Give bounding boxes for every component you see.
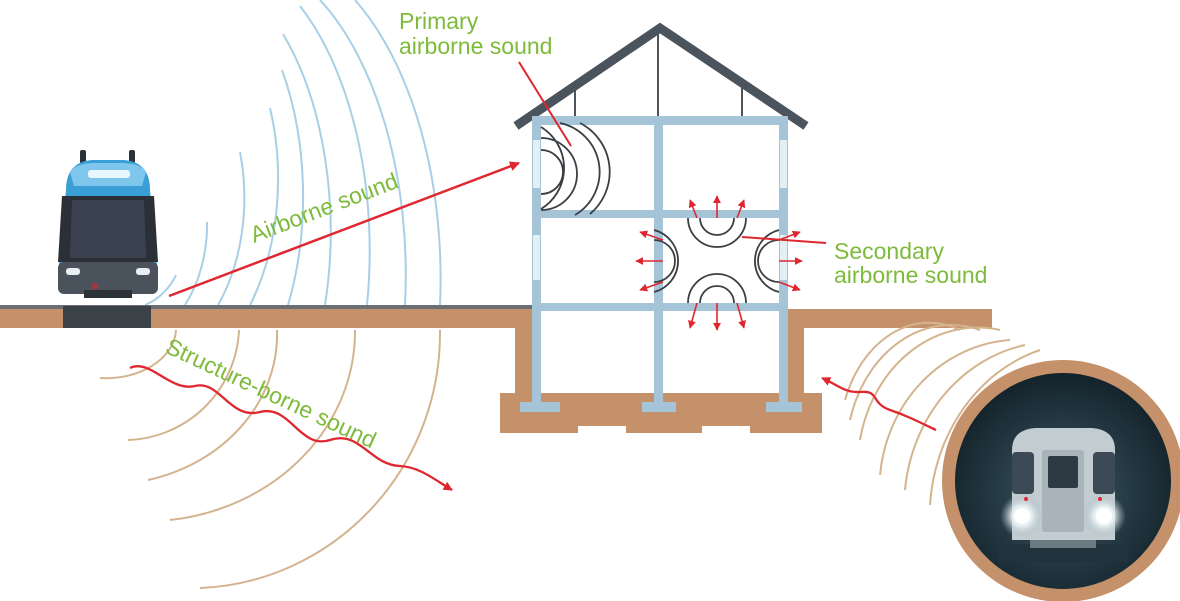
house-icon (513, 22, 809, 412)
primary-leader-line (518, 61, 572, 147)
primary-sound-arcs (540, 122, 611, 216)
tunnel-icon (942, 360, 1180, 601)
airborne-sound-arrow (168, 161, 520, 298)
train-icon (58, 150, 158, 298)
track-bed (63, 306, 151, 328)
diagram-labels: Primary airborne sound Airborne sound Se… (162, 8, 988, 453)
track-line (0, 305, 537, 309)
airborne-sound-waves (144, 0, 442, 306)
structure-label: Structure-borne sound (162, 333, 380, 453)
tunnel-sound-waves (844, 321, 1041, 506)
subway-train-icon (998, 428, 1128, 562)
primary-label-line2: airborne sound (399, 33, 552, 59)
secondary-sound-arrows (635, 195, 803, 331)
structure-borne-sound-waves (99, 329, 442, 589)
tunnel-structure-borne-arrow (821, 376, 937, 432)
airborne-label: Airborne sound (246, 167, 401, 247)
primary-label-line1: Primary (399, 8, 479, 34)
secondary-label-line1: Secondary (834, 238, 944, 264)
secondary-leader-line (741, 236, 827, 244)
secondary-label-line2: airborne sound (834, 262, 987, 288)
structure-borne-sound-arrow (129, 365, 453, 491)
secondary-sound-arcs (653, 217, 780, 304)
